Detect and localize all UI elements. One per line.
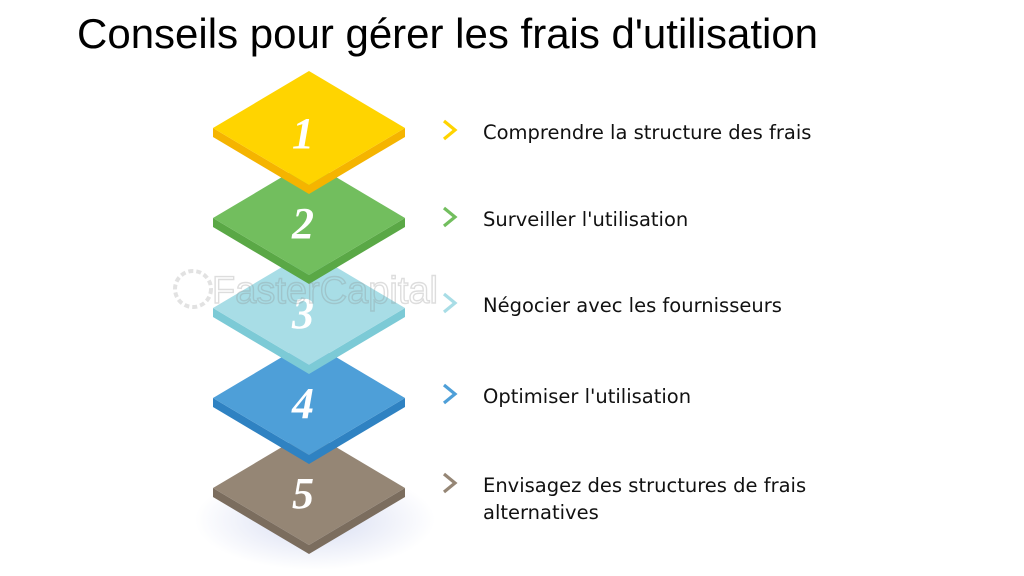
layer-1: 1	[213, 71, 405, 194]
step-label: Négocier avec les fournisseurs	[483, 294, 782, 317]
watermark-text: FasterCapital	[212, 270, 438, 312]
layer-5: 5	[213, 431, 405, 554]
chevron-right-icon	[442, 383, 458, 405]
layer-top	[213, 341, 405, 455]
chevron-right-icon	[442, 206, 458, 228]
layer-2: 2	[213, 161, 405, 284]
layer-top	[213, 251, 405, 365]
chevron-right-icon	[442, 119, 458, 141]
page-title: Conseils pour gérer les frais d'utilisat…	[77, 10, 819, 57]
layer-number: 1	[292, 109, 314, 158]
layer-number: 5	[292, 469, 314, 518]
layer-number: 4	[291, 379, 314, 428]
step-item: Optimiser l'utilisation	[440, 383, 691, 408]
layer-top	[213, 71, 405, 185]
step-label: Comprendre la structure des frais	[483, 121, 812, 144]
layer-4: 4	[213, 341, 405, 464]
chevron-right-icon	[442, 472, 458, 494]
layer-number: 2	[291, 199, 314, 248]
layer-number: 3	[291, 289, 314, 338]
layer-top	[213, 161, 405, 275]
step-label: Surveiller l'utilisation	[483, 208, 689, 231]
watermark: FasterCapital	[173, 269, 439, 313]
layer-3: 3	[213, 251, 405, 374]
step-item: Surveiller l'utilisation	[440, 206, 688, 231]
watermark-gear-icon	[173, 269, 213, 309]
chevron-right-icon	[442, 292, 458, 314]
step-label: Optimiser l'utilisation	[483, 385, 692, 408]
step-item: Envisagez des structures de frais altern…	[440, 472, 806, 524]
step-item: Comprendre la structure des frais	[440, 119, 811, 144]
layer-top	[213, 431, 405, 545]
step-item: Négocier avec les fournisseurs	[440, 292, 782, 317]
step-label: Envisagez des structures de frais altern…	[483, 474, 807, 524]
